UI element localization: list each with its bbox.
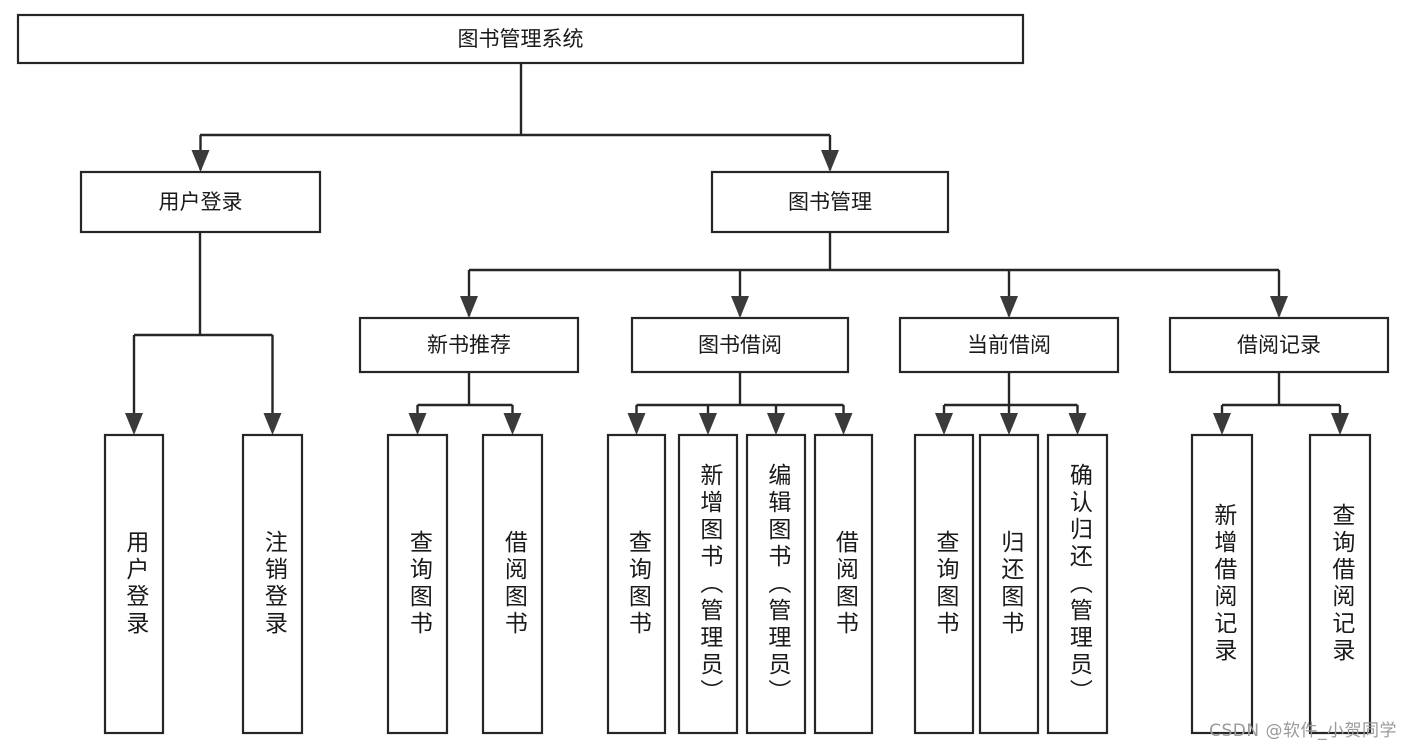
leaf-node-6-box bbox=[745, 433, 807, 735]
level3-node-3-label: 借阅记录 bbox=[1237, 333, 1321, 357]
level2-node-1-label: 图书管理 bbox=[788, 190, 872, 214]
arrow-head bbox=[125, 413, 143, 435]
leaf-node-1-box bbox=[241, 433, 304, 735]
arrow-head bbox=[1213, 413, 1231, 435]
arrow-head bbox=[1000, 296, 1018, 318]
connectors-layer bbox=[125, 63, 1349, 435]
leaf-node-7-box bbox=[813, 433, 874, 735]
level3-node-1-label: 图书借阅 bbox=[698, 333, 782, 357]
arrow-head bbox=[1331, 413, 1349, 435]
arrow-head bbox=[935, 413, 953, 435]
level3-node-1-box bbox=[630, 316, 850, 374]
leaf-node-8-box bbox=[913, 433, 975, 735]
leaf-node-0-box bbox=[103, 433, 165, 735]
level3-node-0-box bbox=[358, 316, 580, 374]
level3-node-0-label: 新书推荐 bbox=[427, 333, 511, 357]
level3-node-2-box bbox=[898, 316, 1120, 374]
level2-node-1-box bbox=[710, 170, 950, 234]
level3-node-3-box bbox=[1168, 316, 1390, 374]
level2-node-0-label: 用户登录 bbox=[159, 190, 243, 214]
leaf-node-4-box bbox=[606, 433, 667, 735]
arrow-head bbox=[699, 413, 717, 435]
leaf-node-11-box bbox=[1190, 433, 1254, 735]
arrow-head bbox=[503, 413, 522, 435]
leaf-node-12-box bbox=[1308, 433, 1372, 735]
level3-node-2-label: 当前借阅 bbox=[967, 333, 1051, 357]
arrow-head bbox=[408, 413, 427, 435]
arrow-head bbox=[821, 150, 839, 172]
arrow-head bbox=[1068, 413, 1087, 435]
arrow-head bbox=[263, 413, 282, 435]
arrow-head bbox=[1270, 296, 1288, 318]
arrow-head bbox=[627, 413, 646, 435]
leaf-node-9-box bbox=[978, 433, 1040, 735]
boxes-layer bbox=[16, 13, 1390, 735]
leaf-node-2-box bbox=[386, 433, 449, 735]
root-node-box bbox=[16, 13, 1025, 65]
leaf-node-5-box bbox=[677, 433, 739, 735]
arrow-head bbox=[1000, 413, 1018, 435]
arrow-head bbox=[731, 296, 749, 318]
level2-node-0-box bbox=[79, 170, 322, 234]
leaf-node-10-box bbox=[1046, 433, 1109, 735]
root-node-label: 图书管理系统 bbox=[458, 27, 584, 51]
leaf-node-3-box bbox=[481, 433, 544, 735]
arrow-head bbox=[834, 413, 853, 435]
arrow-head bbox=[460, 296, 478, 318]
arrow-head bbox=[767, 413, 785, 435]
arrow-head bbox=[191, 150, 210, 172]
